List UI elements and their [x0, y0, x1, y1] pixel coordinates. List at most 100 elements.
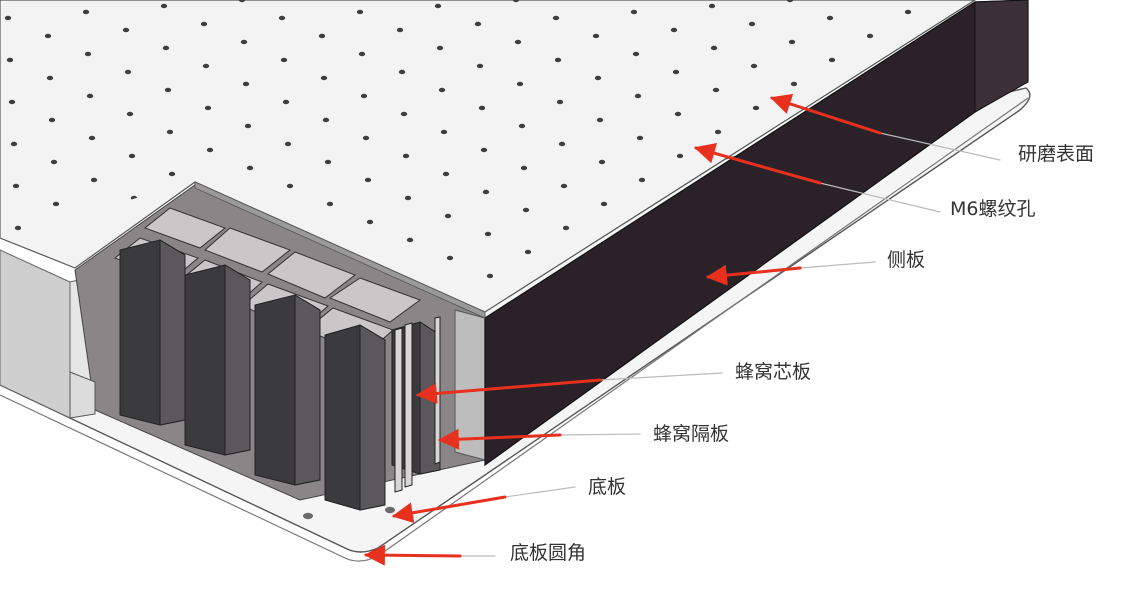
m6-hole: [326, 201, 334, 207]
m6-hole: [242, 81, 250, 87]
m6-hole: [4, 15, 12, 21]
m6-hole: [752, 105, 760, 111]
m6-hole: [238, 0, 246, 3]
m6-hole: [474, 21, 482, 27]
m6-hole: [446, 255, 454, 261]
m6-hole: [786, 0, 794, 3]
m6-hole: [708, 3, 716, 9]
m6-hole: [634, 93, 642, 99]
m6-hole: [400, 111, 408, 117]
label-base-plate: 底板: [588, 476, 627, 498]
m6-hole: [482, 189, 490, 195]
m6-hole: [358, 51, 366, 57]
m6-hole: [360, 93, 368, 99]
m6-hole: [676, 153, 684, 159]
arrow-base-fillet: [363, 544, 462, 566]
label-honeycomb-core: 蜂窝芯板: [735, 361, 812, 383]
m6-hole: [280, 57, 288, 63]
m6-hole: [632, 51, 640, 57]
m6-hole: [714, 129, 722, 135]
m6-hole: [168, 171, 176, 177]
m6-hole: [10, 141, 18, 147]
m6-hole: [278, 15, 286, 21]
m6-hole: [552, 15, 560, 21]
m6-hole: [670, 27, 678, 33]
m6-hole: [484, 231, 492, 237]
m6-hole: [600, 201, 608, 207]
leader-honeycomb-divider: [559, 433, 641, 436]
m6-hole: [202, 63, 210, 69]
m6-hole: [46, 75, 54, 81]
m6-hole: [324, 159, 332, 165]
m6-hole: [86, 93, 94, 99]
leader-honeycomb-core: [599, 372, 723, 381]
m6-hole: [50, 159, 58, 165]
m6-hole: [598, 159, 606, 165]
m6-hole: [434, 3, 442, 9]
m6-hole: [712, 87, 720, 93]
m6-hole: [286, 183, 294, 189]
m6-hole: [206, 147, 214, 153]
m6-hole: [398, 69, 406, 75]
leader-m6-hole: [819, 182, 941, 213]
m6-hole: [322, 117, 330, 123]
m6-hole: [438, 87, 446, 93]
callout-arrows: [363, 93, 1001, 566]
m6-hole: [478, 105, 486, 111]
m6-hole: [442, 171, 450, 177]
top-surface-edge: [194, 181, 486, 319]
m6-hole: [788, 39, 796, 45]
m6-hole: [12, 183, 20, 189]
m6-hole: [763, 316, 769, 320]
label-grinding-surface: 研磨表面: [1018, 143, 1095, 165]
m6-hole: [592, 33, 600, 39]
m6-hole: [364, 177, 372, 183]
m6-hole: [284, 141, 292, 147]
m6-hole: [800, 291, 808, 297]
m6-hole: [838, 267, 846, 273]
leader-side-panel: [799, 261, 876, 269]
arrow-grinding-surface: [770, 93, 882, 135]
m6-hole: [512, 0, 520, 3]
m6-hole: [164, 87, 172, 93]
m6-hole: [750, 63, 758, 69]
m6-hole: [594, 75, 602, 81]
m6-hole: [404, 195, 412, 201]
m6-hole: [6, 57, 14, 63]
m6-hole: [866, 33, 874, 39]
m6-hole: [826, 15, 834, 21]
m6-hole: [362, 135, 370, 141]
m6-hole: [166, 129, 174, 135]
m6-hole: [522, 207, 530, 213]
m6-hole: [556, 99, 564, 105]
arrow-honeycomb-divider: [437, 428, 562, 450]
m6-hole: [674, 111, 682, 117]
m6-hole: [122, 27, 130, 33]
m6-hole: [878, 285, 886, 291]
m6-hole: [240, 39, 248, 45]
m6-hole: [636, 135, 644, 141]
m6-hole: [90, 177, 98, 183]
m6-hole: [638, 177, 646, 183]
m6-hole: [480, 147, 488, 153]
arrow-m6-hole: [693, 143, 822, 185]
leader-grinding-surface: [879, 132, 1001, 161]
m6-hole: [128, 153, 136, 159]
m6-hole: [560, 183, 568, 189]
m6-hole: [596, 117, 604, 123]
m6-hole: [396, 27, 404, 33]
m6-hole: [14, 225, 22, 231]
m6-hole: [790, 81, 798, 87]
m6-hole: [524, 249, 532, 255]
label-side-panel: 侧板: [887, 249, 926, 271]
m6-hole: [44, 33, 52, 39]
m6-hole: [162, 45, 170, 51]
m6-hole: [876, 243, 884, 249]
honeycomb-core-columns: [119, 239, 441, 511]
label-honeycomb-divider: 蜂窝隔板: [653, 423, 730, 445]
m6-hole: [48, 117, 56, 123]
m6-hole: [956, 279, 964, 285]
m6-hole: [244, 123, 252, 129]
